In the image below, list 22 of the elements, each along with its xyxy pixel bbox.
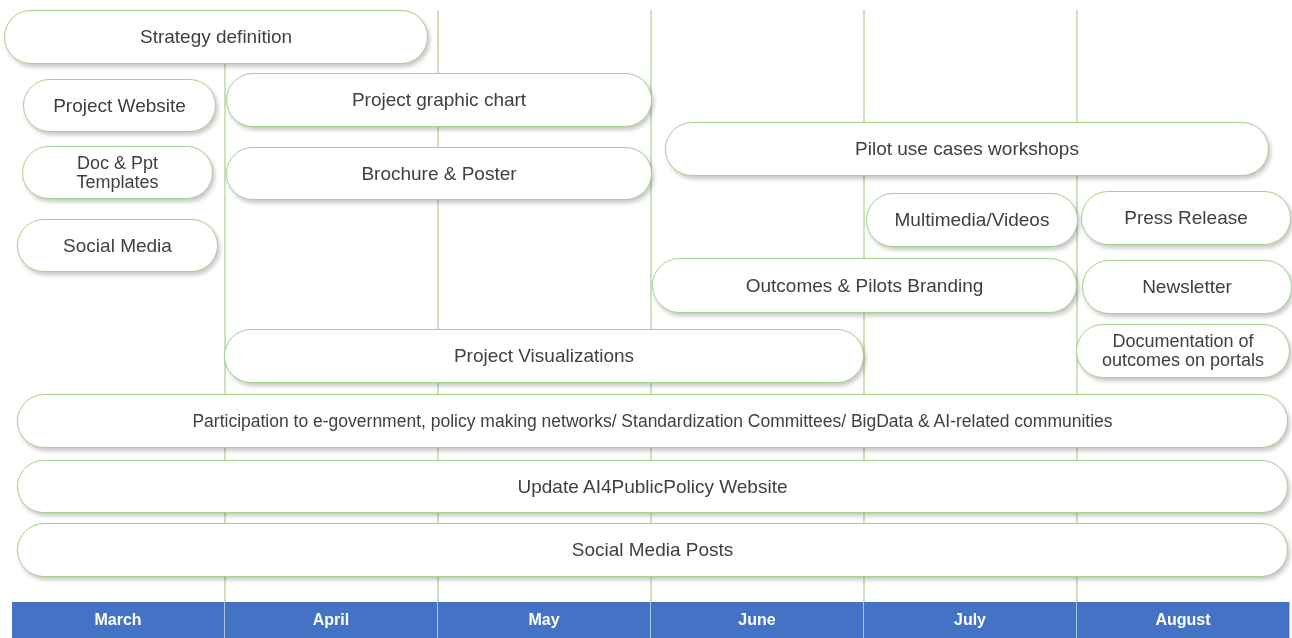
task-pill: Newsletter <box>1082 260 1292 314</box>
task-pill: Project graphic chart <box>226 73 652 127</box>
task-pill: Press Release <box>1081 191 1291 245</box>
month-header: March <box>12 602 225 638</box>
task-pill: Strategy definition <box>4 10 428 64</box>
task-pill: Project Website <box>23 79 216 132</box>
task-pill: Outcomes & Pilots Branding <box>652 258 1077 313</box>
task-pill: Pilot use cases workshops <box>665 122 1269 176</box>
task-pill: Participation to e-government, policy making networks/ Standardization Committees/ BigData & AI-related communities <box>17 394 1288 448</box>
month-header: June <box>651 602 864 638</box>
task-pill: Project Visualizations <box>224 329 864 383</box>
task-pill: Social Media Posts <box>17 523 1288 577</box>
task-pill: Documentation of outcomes on portals <box>1076 324 1290 378</box>
month-header: April <box>225 602 438 638</box>
task-pill: Brochure & Poster <box>226 147 652 200</box>
task-pill: Social Media <box>17 219 218 272</box>
month-header: May <box>438 602 651 638</box>
month-header: August <box>1077 602 1290 638</box>
task-pill: Update AI4PublicPolicy Website <box>17 460 1288 513</box>
task-pill: Doc & Ppt Templates <box>22 146 213 199</box>
task-pill: Multimedia/Videos <box>866 193 1078 247</box>
month-header: July <box>864 602 1077 638</box>
